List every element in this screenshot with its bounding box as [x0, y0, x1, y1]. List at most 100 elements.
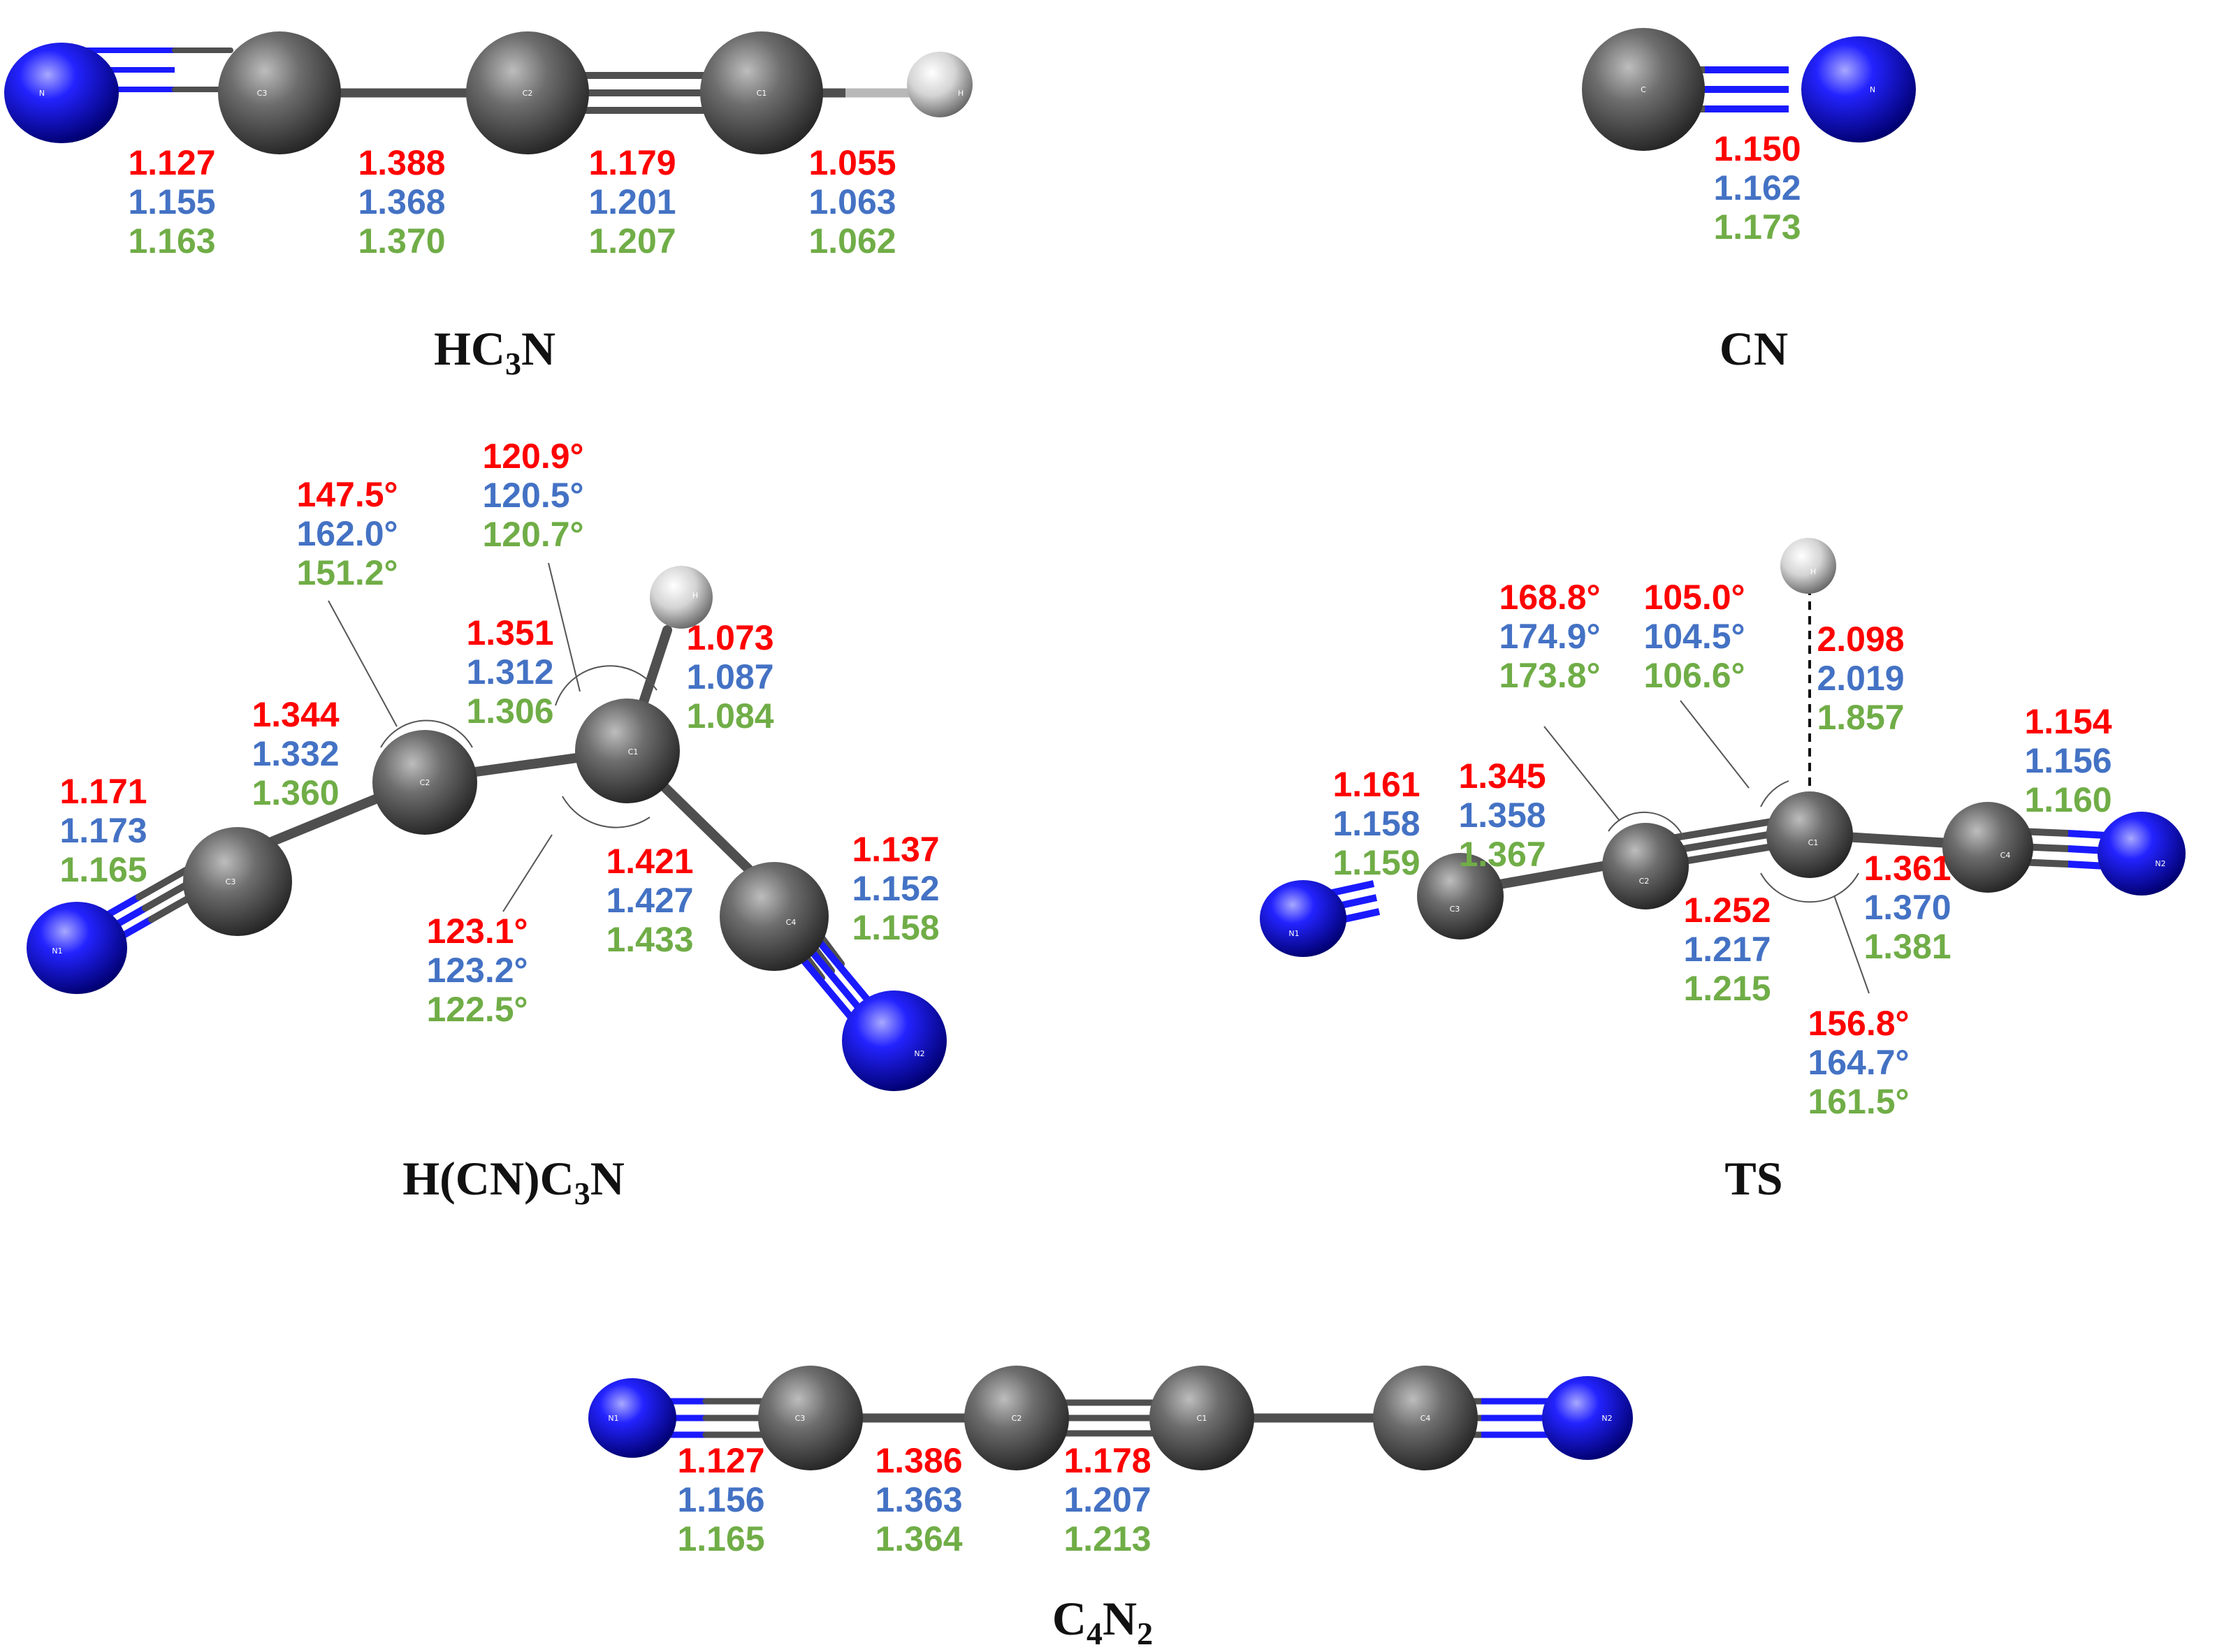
- svg-text:1.370: 1.370: [1863, 888, 1951, 927]
- svg-text:1.137: 1.137: [852, 830, 939, 869]
- svg-text:1.388: 1.388: [358, 143, 445, 182]
- atom-c1: C1: [700, 31, 823, 154]
- title-ts: TS: [1724, 1152, 1782, 1205]
- atom-h: H: [650, 566, 713, 629]
- svg-text:147.5°: 147.5°: [296, 475, 398, 514]
- svg-text:168.8°: 168.8°: [1499, 578, 1600, 617]
- svg-text:1.154: 1.154: [2024, 702, 2112, 741]
- svg-text:120.5°: 120.5°: [482, 476, 583, 515]
- bond-length-c1c2: 1.252 1.217 1.215: [1683, 891, 1771, 1008]
- svg-text:1.156: 1.156: [677, 1480, 764, 1519]
- svg-text:1.084: 1.084: [686, 696, 773, 736]
- svg-text:1.358: 1.358: [1458, 796, 1546, 835]
- svg-text:162.0°: 162.0°: [296, 514, 398, 553]
- angle-c3-c2-c1: 168.8° 174.9° 173.8°: [1499, 578, 1600, 695]
- svg-text:161.5°: 161.5°: [1808, 1082, 1909, 1121]
- atom-c1: C1: [575, 699, 680, 803]
- atom-c1: C1: [1149, 1366, 1254, 1470]
- svg-text:123.1°: 123.1°: [426, 912, 528, 951]
- molecule-cn: C N 1.150 1.162 1.173 CN: [1582, 28, 1916, 375]
- svg-text:123.2°: 123.2°: [426, 951, 528, 990]
- svg-text:C1: C1: [628, 747, 639, 756]
- bond-length-c2c3: 1.344 1.332 1.360: [252, 695, 339, 812]
- svg-text:1.063: 1.063: [808, 182, 896, 221]
- svg-text:1.252: 1.252: [1683, 891, 1771, 930]
- svg-text:1.433: 1.433: [606, 920, 693, 959]
- svg-text:2.098: 2.098: [1817, 620, 1904, 659]
- svg-text:N1: N1: [608, 1414, 618, 1423]
- angle-c2-c1-h: 120.9° 120.5° 120.7°: [482, 437, 583, 554]
- svg-text:C4: C4: [1420, 1414, 1431, 1423]
- atom-n2: N2: [842, 991, 947, 1091]
- svg-text:C4: C4: [786, 918, 797, 927]
- bond-length-c3n1: 1.161 1.158 1.159: [1332, 765, 1420, 882]
- svg-text:1.360: 1.360: [252, 773, 339, 812]
- svg-text:N2: N2: [914, 1049, 924, 1058]
- svg-text:104.5°: 104.5°: [1643, 617, 1745, 656]
- title-hcnc3n: H(CN)C3N: [402, 1152, 625, 1211]
- atom-n: N: [1801, 36, 1916, 142]
- svg-text:1.332: 1.332: [252, 734, 339, 773]
- svg-text:C3: C3: [795, 1414, 806, 1423]
- molecule-hc3n: N C3 C2 C1 H 1.127 1.155 1.163: [4, 31, 973, 381]
- svg-text:C2: C2: [1012, 1414, 1022, 1423]
- svg-text:1.368: 1.368: [358, 182, 445, 221]
- svg-text:173.8°: 173.8°: [1499, 656, 1600, 695]
- bond-length-c4n2: 1.137 1.152 1.158: [852, 830, 939, 947]
- svg-text:1.158: 1.158: [852, 908, 939, 947]
- svg-text:122.5°: 122.5°: [426, 990, 528, 1029]
- angle-c2-c1-c4: 156.8° 164.7° 161.5°: [1808, 1004, 1909, 1121]
- svg-text:1.127: 1.127: [677, 1441, 764, 1480]
- svg-text:1.364: 1.364: [875, 1519, 962, 1558]
- bond-length-c4n2: 1.154 1.156 1.160: [2024, 702, 2112, 819]
- atom-c3: C3: [218, 31, 341, 154]
- atom-c2: C2: [1602, 823, 1689, 909]
- bond-length-c1c4: 1.361 1.370 1.381: [1863, 849, 1951, 966]
- svg-text:N2: N2: [1601, 1414, 1612, 1423]
- bond-length-c3n1: 1.127 1.156 1.165: [677, 1441, 764, 1558]
- svg-text:C2: C2: [523, 89, 533, 98]
- svg-text:1.361: 1.361: [1863, 849, 1951, 888]
- svg-text:N1: N1: [1288, 929, 1299, 938]
- svg-text:N: N: [39, 89, 45, 98]
- svg-text:1.381: 1.381: [1863, 927, 1951, 966]
- svg-text:1.087: 1.087: [686, 657, 773, 696]
- angle-c3-c2-c1: 147.5° 162.0° 151.2°: [296, 475, 398, 592]
- svg-text:1.165: 1.165: [59, 850, 147, 889]
- bond-length-c3n: 1.127 1.155 1.163: [128, 143, 215, 261]
- svg-text:N2: N2: [2155, 859, 2165, 868]
- atom-n2: N2: [1542, 1376, 1633, 1460]
- svg-text:1.213: 1.213: [1063, 1519, 1151, 1558]
- bond-length-c2c3: 1.345 1.358 1.367: [1458, 756, 1546, 874]
- svg-text:1.173: 1.173: [1713, 207, 1801, 247]
- molecule-hcnc3n: N1 C3 C2 H C1 C4: [27, 437, 947, 1211]
- molecule-ts: N1 C3 C2 H C1 C4: [1260, 538, 2186, 1205]
- svg-text:151.2°: 151.2°: [296, 553, 398, 592]
- svg-text:1.345: 1.345: [1458, 756, 1546, 796]
- svg-text:C3: C3: [257, 89, 268, 98]
- atoms: N C3 C2 C1 H: [4, 31, 973, 154]
- title-hc3n: HC3N: [434, 322, 555, 381]
- svg-text:1.158: 1.158: [1332, 804, 1420, 843]
- svg-text:174.9°: 174.9°: [1499, 617, 1600, 656]
- svg-text:1.055: 1.055: [808, 143, 896, 182]
- angle-c2-c1-h: 105.0° 104.5° 106.6°: [1643, 578, 1745, 695]
- atoms: N1 C3 C2 C1 C4 N2: [588, 1366, 1633, 1470]
- atom-c2: C2: [466, 31, 589, 154]
- svg-text:1.171: 1.171: [59, 772, 147, 811]
- atom-c1: C1: [1766, 791, 1853, 878]
- atom-n1: N1: [588, 1378, 676, 1458]
- svg-text:1.312: 1.312: [466, 652, 553, 692]
- atom-h: H: [907, 52, 973, 117]
- svg-text:C3: C3: [226, 877, 236, 886]
- bond-length-c1c2: 1.178 1.207 1.213: [1063, 1441, 1151, 1558]
- svg-text:1.201: 1.201: [588, 182, 676, 221]
- atom-c3: C3: [758, 1366, 863, 1470]
- bond-length-c1h: 1.073 1.087 1.084: [686, 618, 773, 736]
- bond-length-c2c3: 1.386 1.363 1.364: [875, 1441, 962, 1558]
- bond-length-c1c2: 1.179 1.201 1.207: [588, 143, 676, 261]
- svg-text:2.019: 2.019: [1817, 659, 1904, 698]
- svg-text:1.386: 1.386: [875, 1441, 962, 1480]
- atom-c2: C2: [964, 1366, 1069, 1470]
- svg-text:C2: C2: [1639, 877, 1650, 886]
